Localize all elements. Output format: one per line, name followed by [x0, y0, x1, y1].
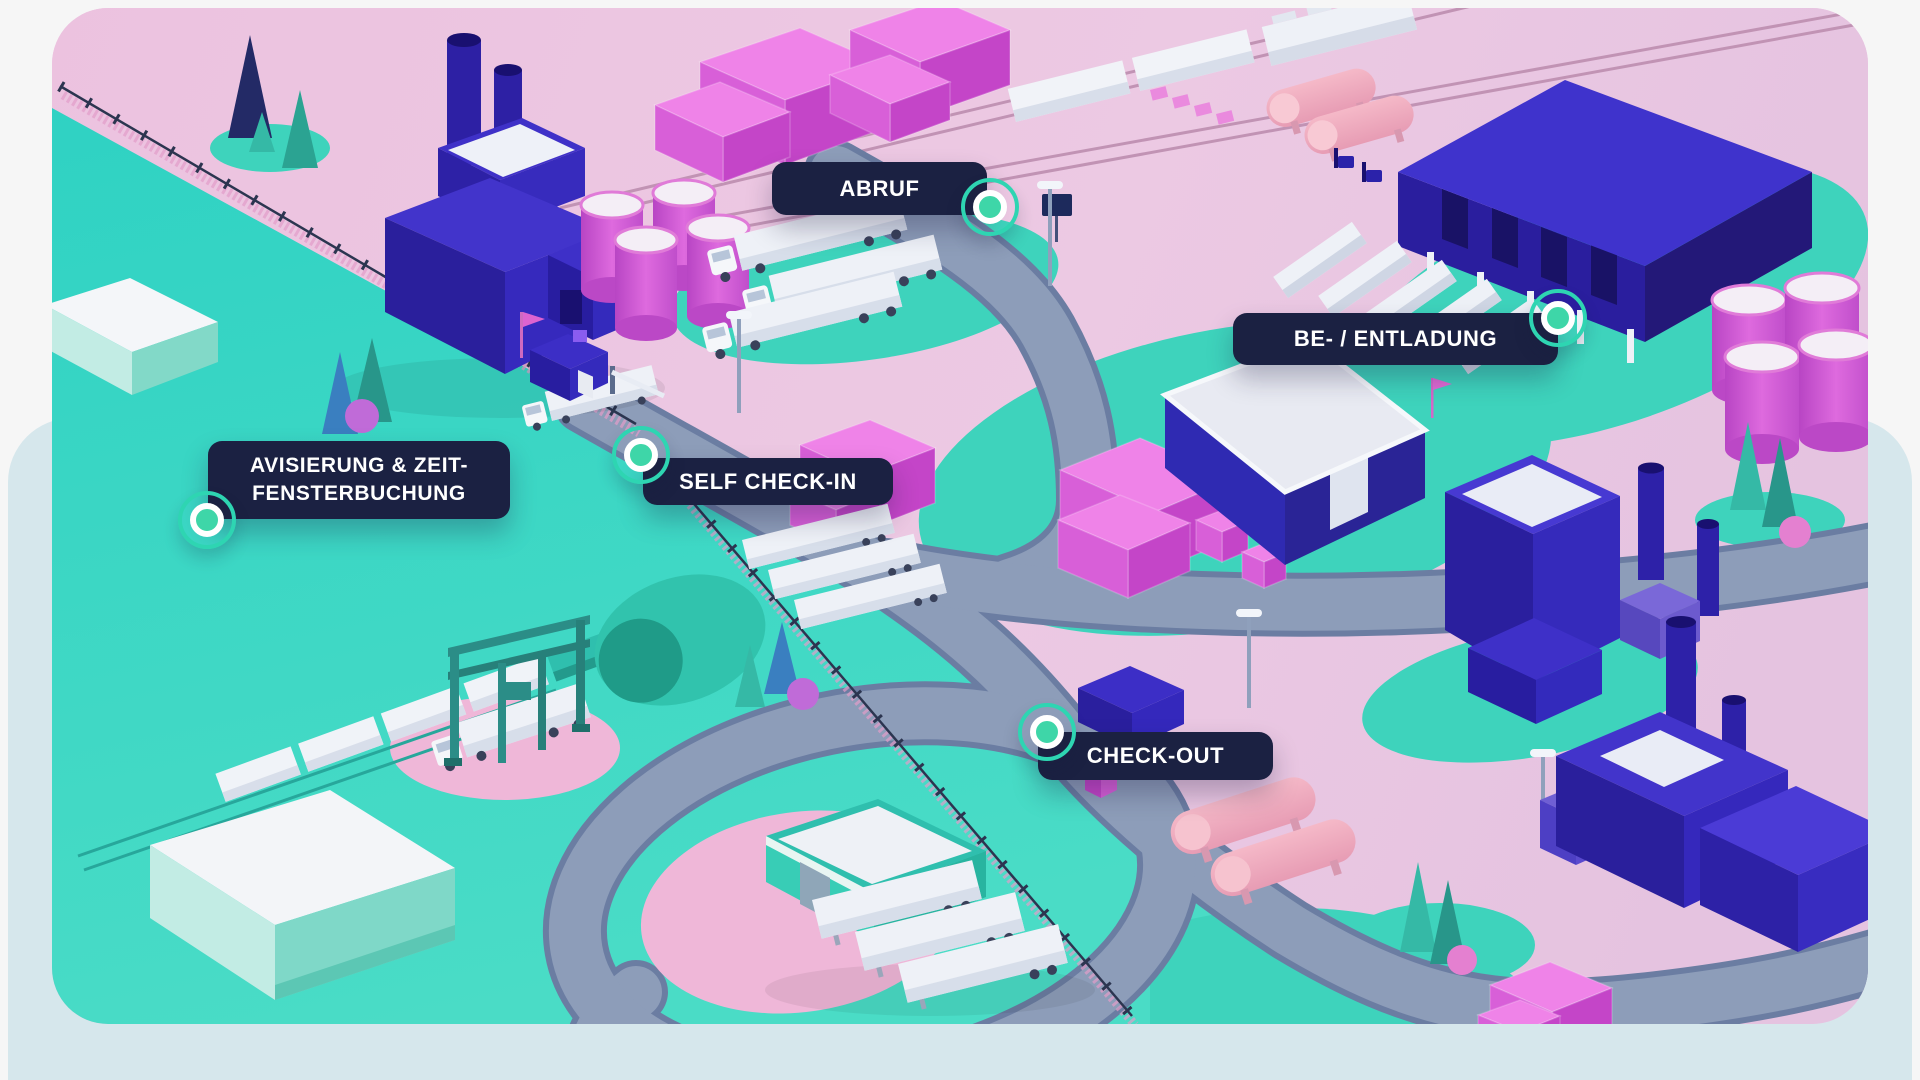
marker-dot-icon	[190, 503, 224, 537]
trees-top-left	[228, 35, 318, 168]
freight-trains	[1007, 8, 1417, 122]
hotspot-marker-check-out[interactable]	[1018, 703, 1076, 761]
teal-zone-left	[52, 108, 1380, 1024]
hotspot-marker-self-check-in[interactable]	[612, 426, 670, 484]
power-plant-right	[1445, 455, 1719, 724]
white-building-top-left	[52, 278, 218, 395]
logistics-yard-illustration	[52, 8, 1868, 1024]
silos-left	[579, 178, 751, 341]
hotspot-marker-abruf[interactable]	[961, 178, 1019, 236]
cargo-stacks-top	[653, 8, 1013, 184]
factory-bottom-right	[1540, 616, 1868, 952]
tunnel	[594, 574, 766, 706]
hotspot-label-avisierung[interactable]: AVISIERUNG & ZEIT- FENSTERBUCHUNG	[208, 441, 510, 519]
street-furniture	[726, 181, 1556, 840]
hotspot-marker-avisierung[interactable]	[178, 491, 236, 549]
abruf-truck-queue	[702, 194, 943, 360]
island-depot	[765, 799, 1095, 1016]
trees-bottom-right	[1400, 862, 1477, 975]
tanks-bottom	[1170, 777, 1356, 905]
warehouse-center	[1056, 337, 1430, 600]
trees-center	[735, 622, 819, 710]
hotspot-label-abruf[interactable]: ABRUF	[772, 162, 987, 215]
marker-dot-icon	[1030, 715, 1064, 749]
hotspot-label-self-check-in[interactable]: SELF CHECK-IN	[643, 458, 893, 505]
gantry-crane	[444, 615, 590, 766]
hotspot-label-check-out[interactable]: CHECK-OUT	[1038, 732, 1273, 780]
marker-dot-icon	[973, 190, 1007, 224]
tanks-top-right	[1149, 68, 1414, 182]
pallet-row	[1149, 86, 1235, 125]
rail-terminal	[77, 574, 766, 872]
trees-mid-left	[322, 338, 392, 434]
marker-dot-icon	[1541, 301, 1575, 335]
hotspot-marker-be-entladung[interactable]	[1529, 289, 1587, 347]
check-in-gate	[520, 312, 666, 431]
illustration-card	[52, 8, 1868, 1024]
silos-right	[1710, 271, 1868, 464]
marker-dot-icon	[624, 438, 658, 472]
forklifts	[1334, 148, 1382, 182]
hotspot-label-be-entladung[interactable]: BE- / ENTLADUNG	[1233, 313, 1558, 365]
white-warehouse-bottom-left	[150, 790, 455, 1000]
trees-right	[1431, 378, 1811, 548]
parked-trailers-center	[742, 503, 947, 630]
cargo-bottom-right	[1475, 961, 1614, 1024]
